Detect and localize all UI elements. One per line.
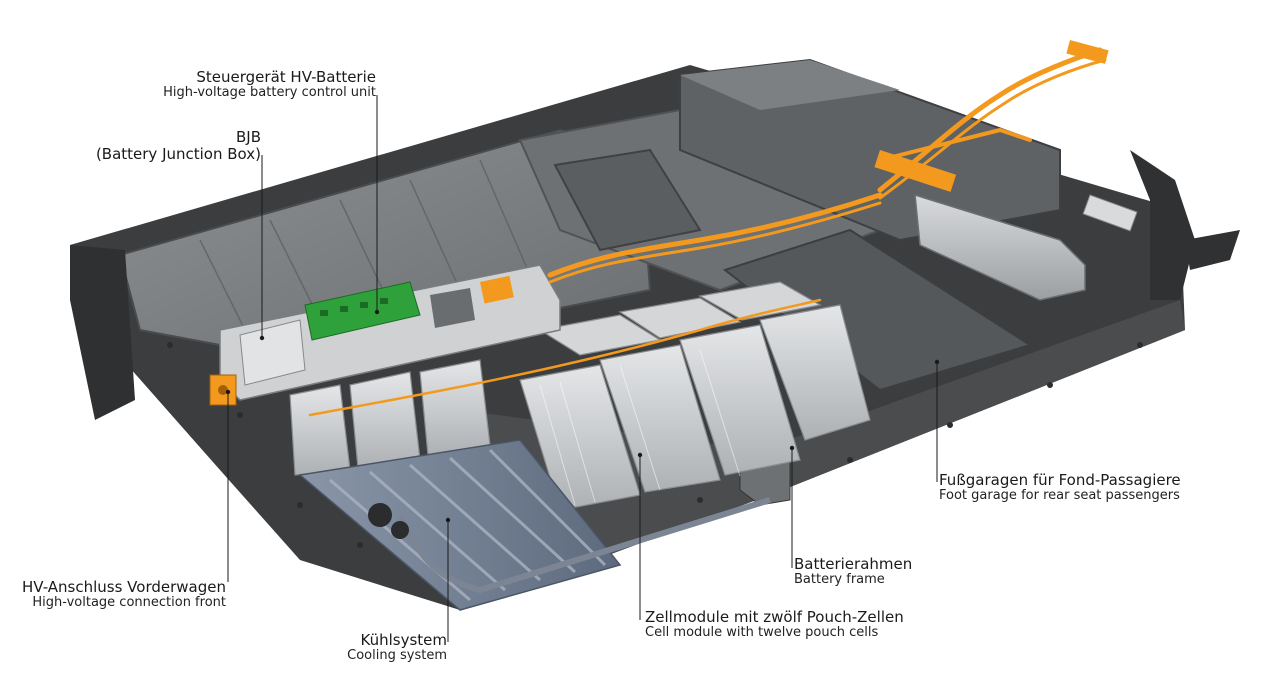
label-hv-front-de: HV-Anschluss Vorderwagen [22,578,226,596]
label-control-unit-de: Steuergerät HV-Batterie [196,68,376,86]
label-cooling-de: Kühlsystem [360,631,448,649]
label-bjb-en: (Battery Junction Box) [95,145,261,164]
battery-frame-side [460,300,1185,610]
label-frame: Batterierahmen Battery frame [794,555,913,588]
label-cooling: Kühlsystem Cooling system [347,631,448,664]
label-control-unit: Steuergerät HV-Batterie High-voltage bat… [163,68,376,101]
label-foot-garage-de: Fußgaragen für Fond-Passagiere [939,471,1181,489]
label-cell-module-de: Zellmodule mit zwölf Pouch-Zellen [645,608,904,626]
label-cell-module: Zellmodule mit zwölf Pouch-Zellen Cell m… [645,608,904,641]
label-foot-garage: Fußgaragen für Fond-Passagiere Foot gara… [939,471,1181,504]
label-frame-de: Batterierahmen [794,555,913,573]
label-control-unit-en: High-voltage battery control unit [163,85,376,101]
label-foot-garage-en: Foot garage for rear seat passengers [939,488,1180,504]
label-bjb: BJB (Battery Junction Box) [95,128,261,164]
junction-box [239,319,306,386]
control-unit-pcb [304,281,421,341]
hv-cables [308,47,1107,417]
cell-modules [289,281,871,511]
label-bjb-de: BJB [235,128,261,146]
rear-electronics-box [914,193,1086,301]
foot-garage-front [553,148,702,252]
label-cell-module-en: Cell module with twelve pouch cells [645,625,879,641]
label-frame-en: Battery frame [794,572,885,588]
label-hv-front-en: High-voltage connection front [32,595,226,611]
hv-connector-front [209,374,237,406]
leader-lines [227,95,938,642]
label-cooling-en: Cooling system [347,648,447,664]
label-hv-front: HV-Anschluss Vorderwagen High-voltage co… [22,578,226,611]
